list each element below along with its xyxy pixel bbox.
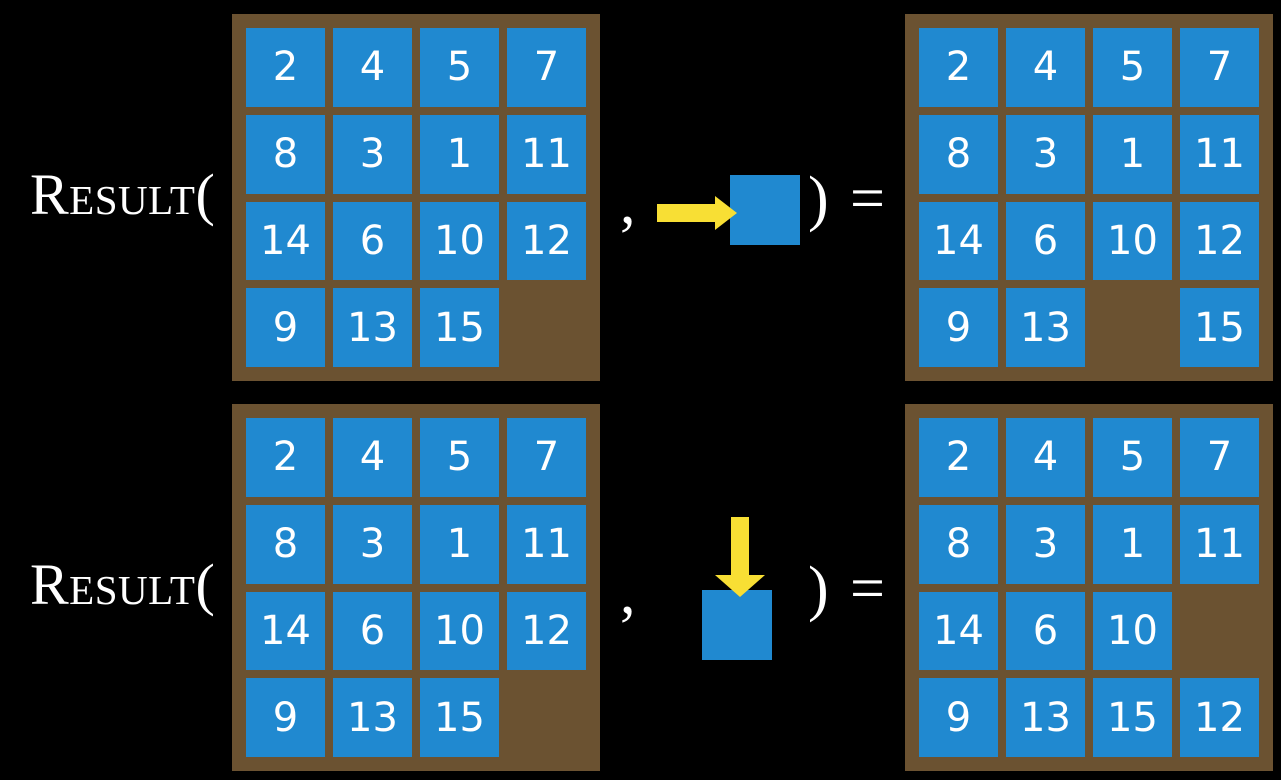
tile[interactable]: 5 xyxy=(1093,418,1172,497)
tile[interactable]: 13 xyxy=(333,678,412,757)
tile[interactable]: 15 xyxy=(1180,288,1259,367)
tile[interactable]: 13 xyxy=(1006,288,1085,367)
tile[interactable]: 2 xyxy=(919,418,998,497)
tile[interactable]: 13 xyxy=(333,288,412,367)
tile[interactable]: 3 xyxy=(1006,504,1085,584)
tile[interactable]: 5 xyxy=(1093,28,1172,107)
tile[interactable]: 9 xyxy=(246,678,325,757)
blank-slot xyxy=(1093,288,1172,367)
equals-sign: = xyxy=(850,165,885,233)
tile[interactable]: 15 xyxy=(1093,678,1172,757)
operand-tile[interactable] xyxy=(702,590,772,660)
arrow-head xyxy=(715,196,737,230)
blank-slot xyxy=(507,678,586,757)
tile[interactable]: 13 xyxy=(1006,678,1085,757)
tile[interactable]: 1 xyxy=(1093,504,1172,584)
tile[interactable]: 5 xyxy=(420,28,499,107)
tile[interactable]: 11 xyxy=(507,504,586,584)
blank-slot xyxy=(1180,592,1259,671)
tile[interactable]: 7 xyxy=(507,28,586,107)
tile[interactable]: 3 xyxy=(333,504,412,584)
arrow-head xyxy=(715,575,765,597)
tile[interactable]: 4 xyxy=(1006,418,1085,497)
tile[interactable]: 2 xyxy=(246,28,325,107)
equation-row-1: Result( 2 4 5 7 8 3 1 11 14 6 10 12 9 13… xyxy=(30,0,1273,390)
tile[interactable]: 14 xyxy=(919,591,998,671)
arrow-shaft xyxy=(731,517,749,580)
tile[interactable]: 2 xyxy=(246,418,325,497)
comma-separator: , xyxy=(620,559,636,627)
tile[interactable]: 12 xyxy=(1180,678,1259,757)
tile[interactable]: 4 xyxy=(1006,28,1085,107)
tile[interactable]: 6 xyxy=(333,201,412,281)
output-board-row-1: 2 4 5 7 8 3 1 11 14 6 10 12 9 13 15 xyxy=(905,14,1273,381)
tile[interactable]: 14 xyxy=(246,591,325,671)
tile[interactable]: 10 xyxy=(1093,201,1172,281)
tile[interactable]: 1 xyxy=(420,504,499,584)
tile[interactable]: 2 xyxy=(919,28,998,107)
tile[interactable]: 15 xyxy=(420,288,499,367)
operation-operand-row-1: , ) = xyxy=(600,0,905,390)
tile[interactable]: 11 xyxy=(507,114,586,194)
tile[interactable]: 11 xyxy=(1180,504,1259,584)
tile[interactable]: 7 xyxy=(1180,28,1259,107)
tile[interactable]: 12 xyxy=(507,201,586,281)
tile[interactable]: 10 xyxy=(1093,591,1172,671)
tile[interactable]: 6 xyxy=(1006,201,1085,281)
equals-sign: = xyxy=(850,555,885,623)
tile[interactable]: 1 xyxy=(1093,114,1172,194)
tile[interactable]: 4 xyxy=(333,28,412,107)
tile[interactable]: 8 xyxy=(246,504,325,584)
closing-paren: ) xyxy=(808,165,829,233)
tile[interactable]: 12 xyxy=(507,591,586,671)
input-board-row-2: 2 4 5 7 8 3 1 11 14 6 10 12 9 13 15 xyxy=(232,404,600,771)
comma-separator: , xyxy=(620,169,636,237)
blank-slot xyxy=(507,288,586,367)
tile[interactable]: 6 xyxy=(1006,591,1085,671)
arrow-shaft xyxy=(657,204,720,222)
tile[interactable]: 7 xyxy=(1180,418,1259,497)
tile[interactable]: 8 xyxy=(919,504,998,584)
equation-row-2: Result( 2 4 5 7 8 3 1 11 14 6 10 12 9 13… xyxy=(0,390,1281,780)
operation-operand-row-2: , ) = xyxy=(600,390,905,780)
tile[interactable]: 15 xyxy=(420,678,499,757)
tile[interactable]: 8 xyxy=(246,114,325,194)
operand-tile[interactable] xyxy=(730,175,800,245)
tile[interactable]: 9 xyxy=(246,288,325,367)
tile[interactable]: 1 xyxy=(420,114,499,194)
tile[interactable]: 10 xyxy=(420,201,499,281)
result-function-label-row-1: Result( xyxy=(30,162,216,227)
tile[interactable]: 14 xyxy=(919,201,998,281)
tile[interactable]: 12 xyxy=(1180,201,1259,281)
tile[interactable]: 5 xyxy=(420,418,499,497)
tile[interactable]: 3 xyxy=(1006,114,1085,194)
tile[interactable]: 7 xyxy=(507,418,586,497)
tile[interactable]: 4 xyxy=(333,418,412,497)
tile[interactable]: 3 xyxy=(333,114,412,194)
tile[interactable]: 8 xyxy=(919,114,998,194)
input-board-row-1: 2 4 5 7 8 3 1 11 14 6 10 12 9 13 15 xyxy=(232,14,600,381)
tile[interactable]: 10 xyxy=(420,591,499,671)
tile[interactable]: 6 xyxy=(333,591,412,671)
result-function-label-row-2: Result( xyxy=(30,552,216,617)
tile[interactable]: 9 xyxy=(919,678,998,757)
tile[interactable]: 9 xyxy=(919,288,998,367)
closing-paren: ) xyxy=(808,555,829,623)
tile[interactable]: 11 xyxy=(1180,114,1259,194)
tile[interactable]: 14 xyxy=(246,201,325,281)
output-board-row-2: 2 4 5 7 8 3 1 11 14 6 10 9 13 15 12 xyxy=(905,404,1273,771)
